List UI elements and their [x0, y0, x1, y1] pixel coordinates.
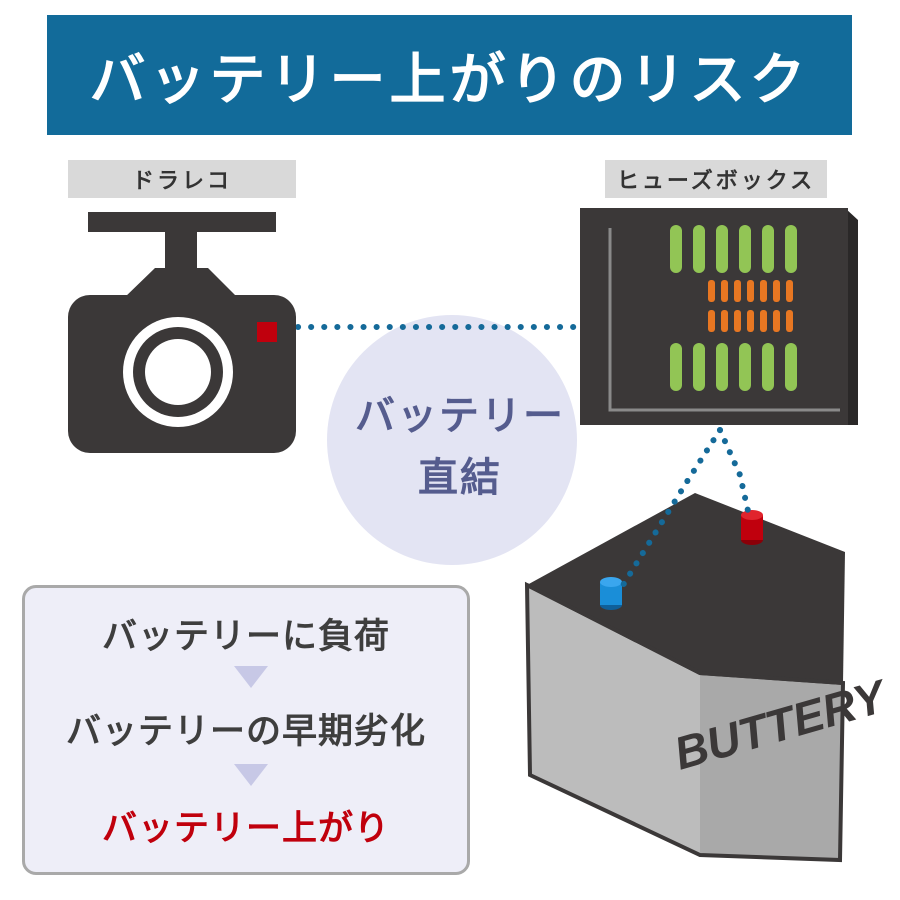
arrow-down-icon: [234, 764, 268, 786]
flow-step-2: バッテリーの早期劣化: [65, 712, 426, 752]
connection-circle: [327, 315, 577, 565]
flow-step-1: バッテリーに負荷: [101, 617, 390, 657]
arrow-down-icon: [234, 666, 268, 688]
connection-line2: 直結: [418, 455, 502, 501]
battery-icon: [524, 493, 846, 863]
page-title: バッテリー上がりのリスク: [89, 47, 810, 113]
flow-step-3: バッテリー上がり: [101, 809, 390, 849]
dashcam-icon: [68, 212, 296, 453]
dashcam-label: ドラレコ: [68, 160, 296, 198]
positive-wire: [717, 427, 753, 523]
connection-line1: バッテリー: [355, 393, 565, 439]
fusebox-label: ヒューズボックス: [605, 160, 827, 198]
fusebox-icon: [580, 208, 858, 425]
title-banner: バッテリー上がりのリスク: [47, 15, 852, 135]
negative-wire: [617, 427, 723, 593]
risk-flow-box: バッテリーに負荷 バッテリーの早期劣化 バッテリー上がり: [22, 585, 470, 875]
connection-label: バッテリー 直結: [340, 385, 580, 509]
